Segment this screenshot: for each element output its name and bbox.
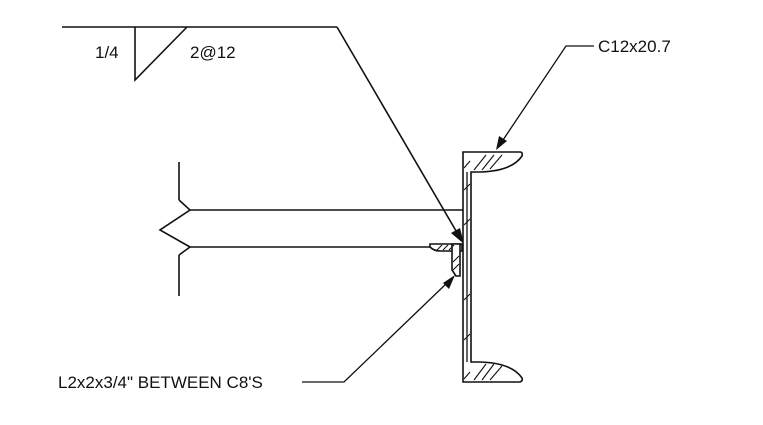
- angle-leader-arrowhead: [443, 275, 455, 289]
- fillet-weld-triangle: [134, 26, 188, 82]
- angle-leader-line: [302, 282, 448, 383]
- weld-size-text: 1/4: [95, 43, 119, 62]
- angle-hatch-4: [452, 255, 460, 263]
- weld-leader-line: [336, 26, 460, 237]
- web-hatch-4: [463, 333, 471, 341]
- channel-outline: [462, 151, 524, 383]
- channel-leader-line: [502, 45, 594, 141]
- weld-symbol: 1/4 2@12: [62, 26, 337, 82]
- weld-spacing-text: 2@12: [190, 43, 236, 62]
- angle-hatch-1: [436, 244, 443, 251]
- top-flange-hatch-2: [481, 154, 495, 171]
- angle-callout: L2x2x3/4" BETWEEN C8'S: [58, 275, 455, 392]
- top-flange-hatch-3: [489, 154, 503, 170]
- bottom-flange-hatch-3: [489, 365, 503, 381]
- weld-leader-arrowhead: [451, 228, 464, 244]
- angle-hatch-5: [452, 263, 460, 271]
- angle-hatch-3: [448, 244, 455, 251]
- channel-section: [462, 151, 524, 383]
- top-flange-hatch-4: [463, 160, 471, 169]
- bottom-flange-hatch-4: [463, 371, 471, 380]
- bottom-flange-hatch-2: [481, 363, 495, 381]
- web-hatch-2: [463, 218, 471, 226]
- channel-label: C12x20.7: [598, 37, 671, 56]
- angle-vertical-leg: [451, 243, 461, 277]
- web-hatch-3: [463, 293, 471, 301]
- c8-beam: [158, 162, 463, 296]
- angle-hatch-2: [442, 244, 449, 251]
- break-line: [158, 199, 192, 256]
- weld-leader: [336, 26, 464, 244]
- angle-label: L2x2x3/4" BETWEEN C8'S: [58, 373, 263, 392]
- bottom-flange-hatch-1: [473, 363, 487, 381]
- top-flange-hatch-1: [473, 154, 487, 171]
- channel-callout: C12x20.7: [496, 37, 671, 150]
- channel-leader-arrowhead: [496, 136, 507, 150]
- web-hatch-1: [463, 183, 471, 191]
- angle-connector: [429, 243, 463, 277]
